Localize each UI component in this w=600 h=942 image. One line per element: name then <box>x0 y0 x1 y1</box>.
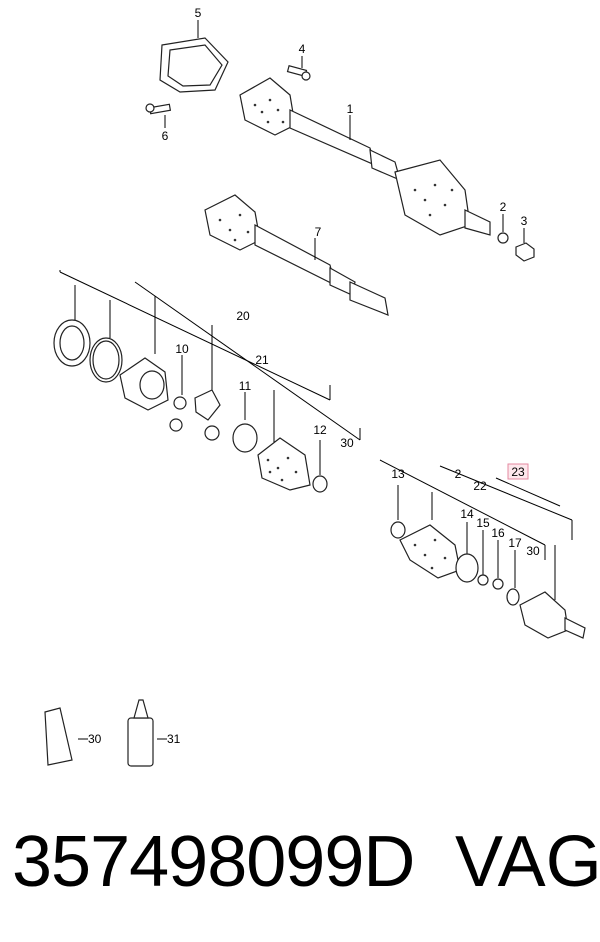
thrust-washer-part <box>492 578 504 590</box>
callout-13: 13 <box>391 467 405 481</box>
clamp-part <box>232 423 258 453</box>
clamp-part <box>455 553 479 583</box>
clamp-part <box>390 521 406 539</box>
callout-22: 22 <box>473 479 487 493</box>
nut-part <box>515 242 535 262</box>
callout-3: 3 <box>521 214 528 228</box>
callout-14: 14 <box>460 507 474 521</box>
callout-16: 16 <box>491 526 505 540</box>
joint-housing-part <box>119 357 169 411</box>
callout-6: 6 <box>162 129 169 143</box>
callout-30: 30 <box>88 732 102 746</box>
tripod-joint-part <box>169 389 221 441</box>
cv-boot-part <box>257 437 311 491</box>
outer-cv-joint-part <box>519 591 586 639</box>
footer: 357498099D VAG <box>0 826 600 926</box>
callout-2: 2 <box>455 467 462 481</box>
bolt-part <box>145 103 172 115</box>
callout-20: 20 <box>236 309 250 323</box>
drive-shaft-part <box>204 194 389 316</box>
callout-7: 7 <box>315 225 322 239</box>
brand-name: VAG <box>455 822 600 902</box>
sealant-bottle-part <box>127 699 154 767</box>
bolt-part <box>286 65 311 81</box>
grease-tube-part <box>44 707 73 766</box>
washer-part <box>497 232 509 244</box>
drive-shaft-part <box>239 77 491 236</box>
callout-11: 11 <box>239 379 252 393</box>
heat-shield-part <box>159 37 229 93</box>
callout-31: 31 <box>167 732 181 746</box>
circlip-part <box>506 588 520 606</box>
callout-4: 4 <box>299 42 306 56</box>
callout-23[interactable]: 23 <box>511 465 525 479</box>
callout-30: 30 <box>340 436 354 450</box>
callout-10: 10 <box>175 342 189 356</box>
circlip-part <box>477 574 489 586</box>
callout-15: 15 <box>476 516 490 530</box>
clamp-part <box>312 475 328 493</box>
callout-2: 2 <box>500 200 507 214</box>
circlip-part <box>173 396 187 410</box>
callout-30: 30 <box>526 544 540 558</box>
highlight-box <box>507 463 529 480</box>
part-number: 357498099D <box>12 822 415 902</box>
callout-5: 5 <box>195 6 202 20</box>
callout-17: 17 <box>508 536 522 550</box>
callout-12: 12 <box>313 423 327 437</box>
cv-boot-part <box>399 524 461 579</box>
callout-1: 1 <box>347 102 354 116</box>
callout-21: 21 <box>255 353 269 367</box>
